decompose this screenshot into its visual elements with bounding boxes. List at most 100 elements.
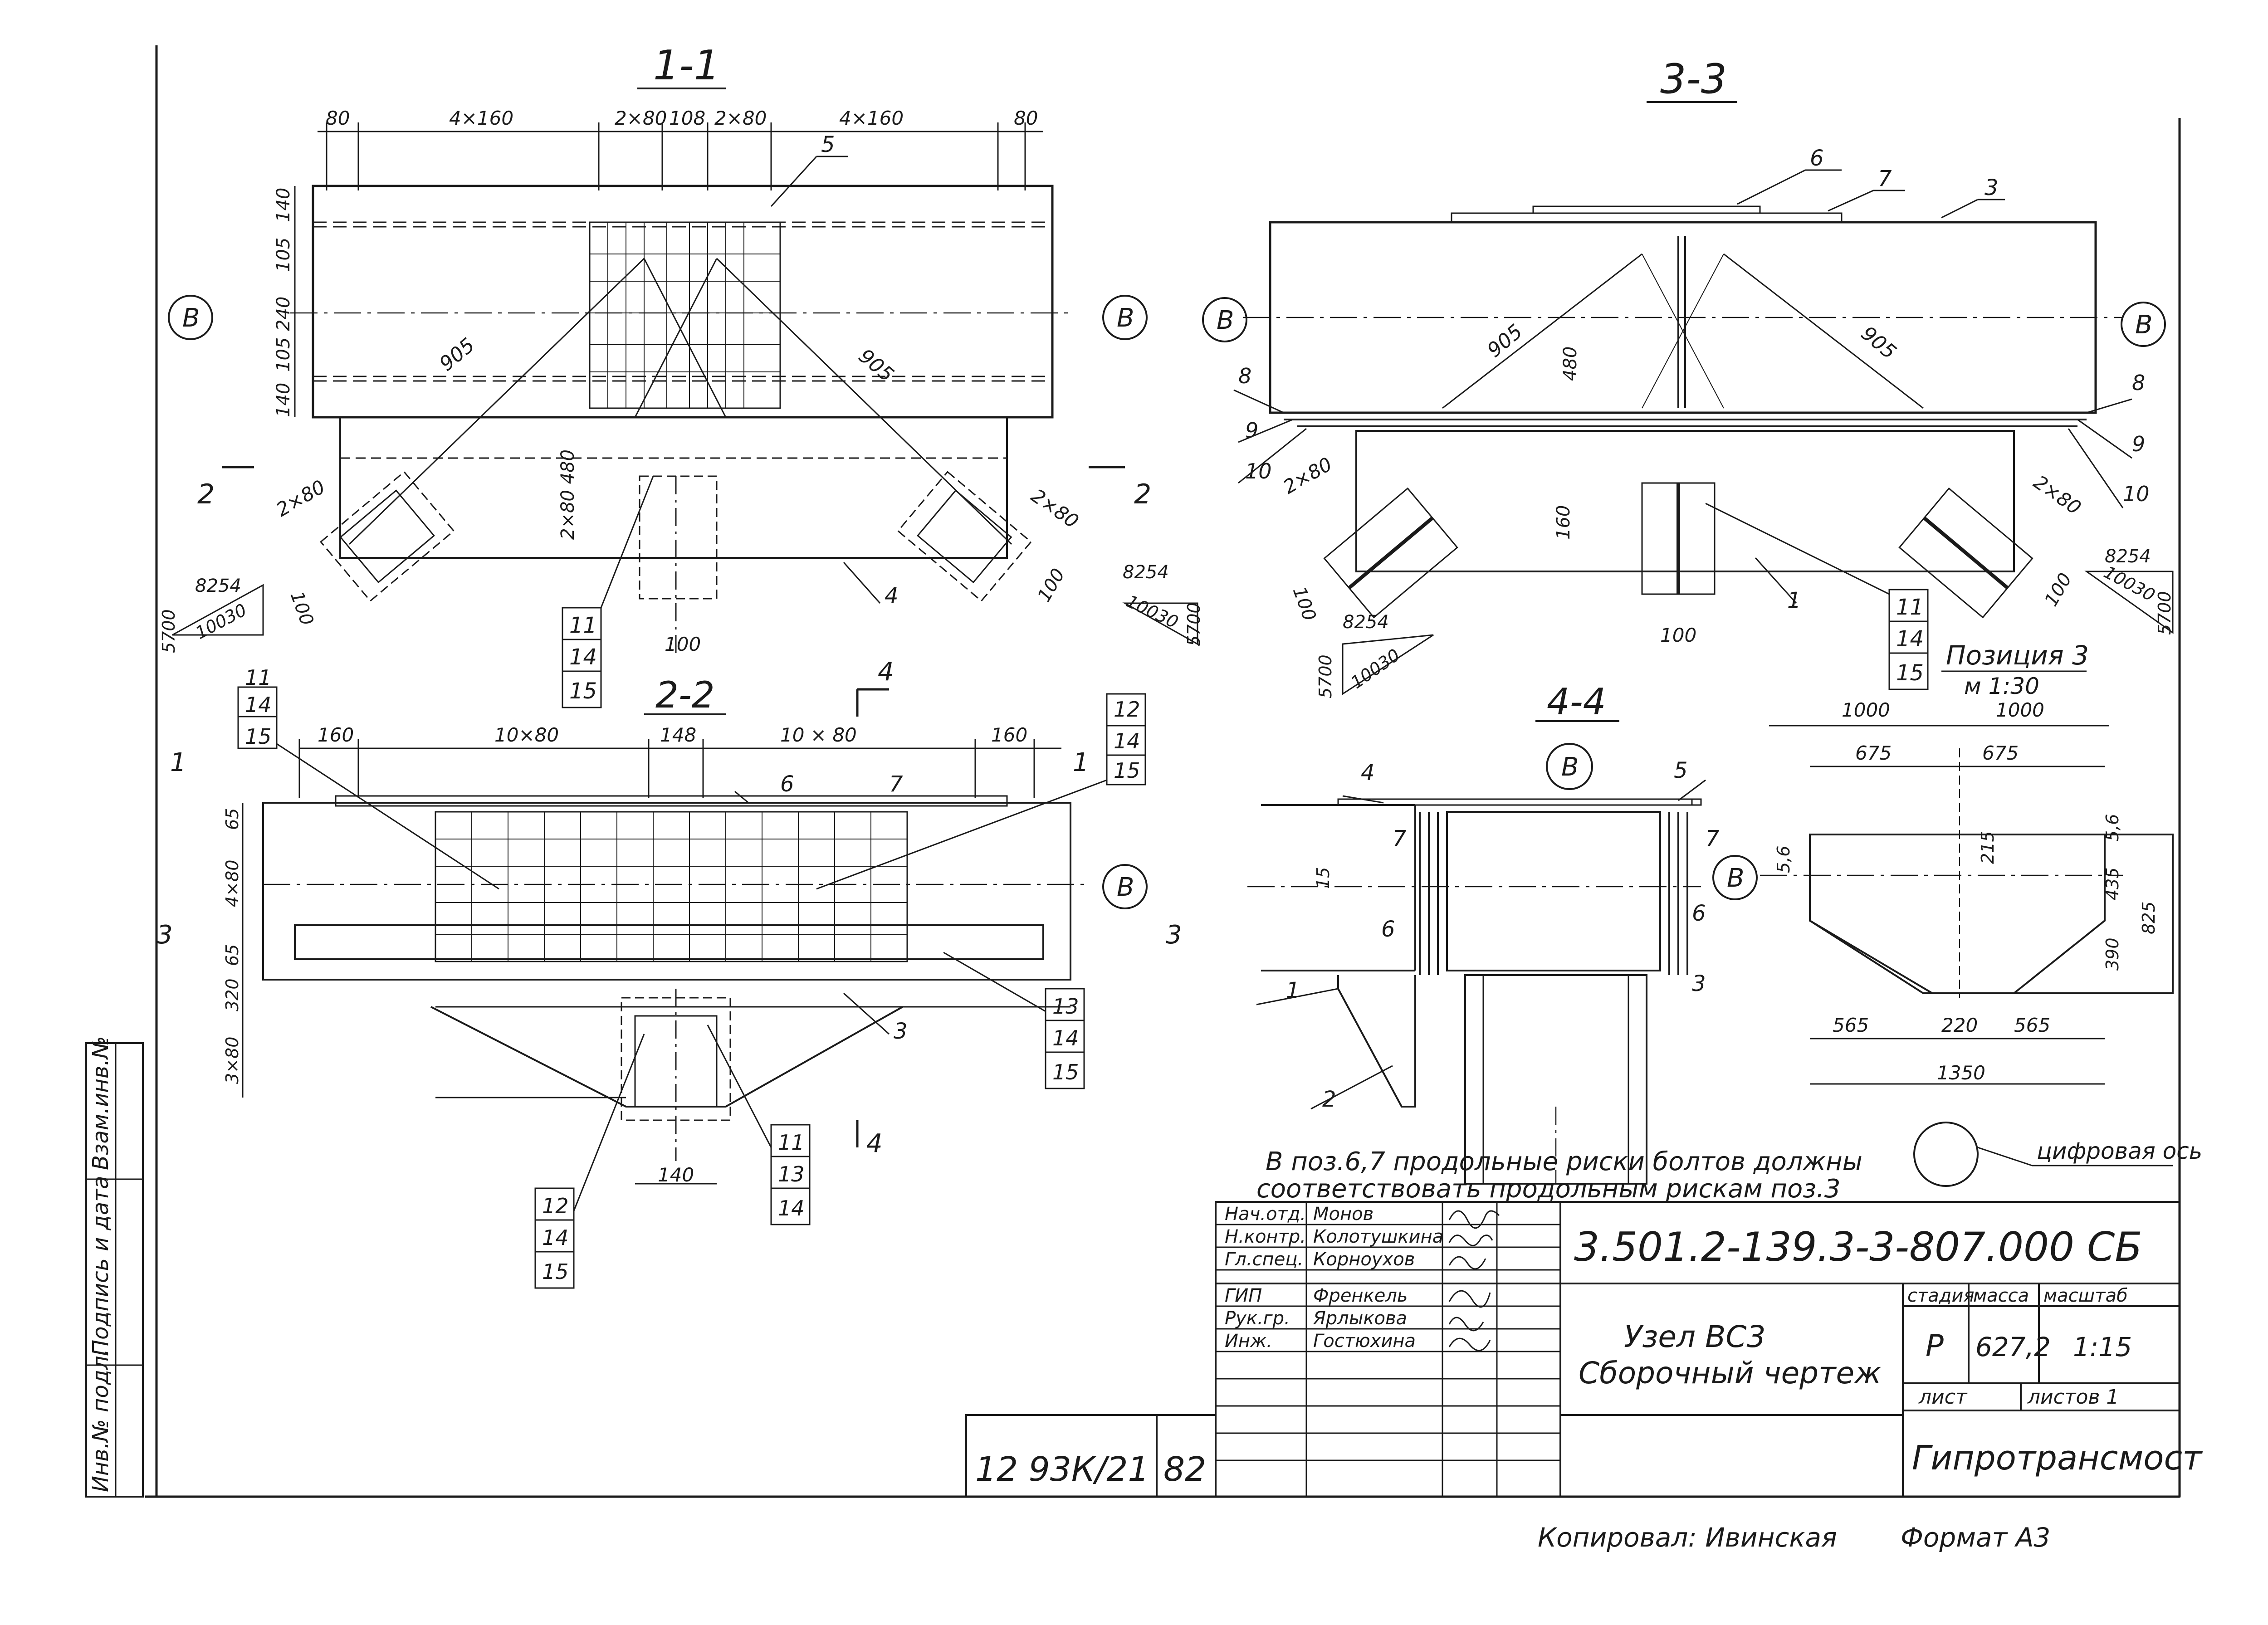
dim-675-l: 675 <box>1855 742 1892 764</box>
slope-10030-right: 10030 <box>1123 591 1181 632</box>
pos-13-2-2-b: 13 <box>778 1162 805 1186</box>
slope-8254-left: 8254 <box>195 576 241 596</box>
slope-10030-3-3-r: 10030 <box>2101 562 2158 605</box>
dim-v-140-top: 140 <box>273 188 294 222</box>
pos-11-3-3: 11 <box>1896 595 1924 620</box>
dim-v-140-bot: 140 <box>273 383 294 417</box>
archive-sheet: 82 <box>1163 1450 1206 1489</box>
sheets-label: листов 1 <box>2027 1386 2119 1409</box>
view-4-4: 4-4 B 15 4 5 7 6 7 6 3 1 2 <box>1247 681 1862 1204</box>
slope-10030-3-3-l: 10030 <box>1347 645 1403 693</box>
pos-15-2-2-r2: 15 <box>1052 1060 1079 1084</box>
pos-8-3-3-l: 8 <box>1238 364 1251 388</box>
pos-6-2-2: 6 <box>780 771 794 797</box>
cut-mark-3-left: 3 <box>156 920 173 950</box>
dim-905-right-3-3: 905 <box>1857 322 1901 364</box>
dim-100-left-diag: 100 <box>286 589 318 628</box>
pos-14-3-3: 14 <box>1896 626 1924 652</box>
dim-2x80-left: 2×80 <box>615 107 667 129</box>
view-3-3: 3-3 905 905 480 2×80 2×80 160 100 1 <box>1202 55 2175 699</box>
dim-10x80-left: 10×80 <box>494 724 559 746</box>
pos-15-2-2-b2: 15 <box>542 1259 569 1284</box>
pos-11-1-1: 11 <box>569 613 597 638</box>
pos-stack-2-2-b1: 11 13 14 <box>707 1025 811 1225</box>
pos-15-3-3: 15 <box>1896 660 1924 686</box>
pos-stack-3-3: 11 14 15 <box>1705 503 1929 690</box>
dim-100-bottom: 100 <box>665 633 701 655</box>
dim-1000-l: 1000 <box>1842 699 1890 721</box>
note-line-2: соответствовать продольным рискам поз.3 <box>1256 1174 1841 1204</box>
dim-905-left: 905 <box>435 333 479 376</box>
pos-1-4-4: 1 <box>1286 978 1300 1003</box>
dim-10x80-right: 10 × 80 <box>780 724 857 746</box>
pos-stack-2-2-b2: 12 14 15 <box>534 1034 645 1289</box>
stage-header: стадия <box>1907 1285 1975 1306</box>
signatures <box>1448 1210 1500 1352</box>
axis-b-1-1-right: B <box>1117 303 1134 333</box>
scale-header: масштаб <box>2043 1285 2128 1306</box>
doc-number: 3.501.2-139.3-3-807.000 СБ <box>1574 1224 2142 1270</box>
dim-140-bottom: 140 <box>658 1164 694 1186</box>
copied-by: Копировал: Ивинская <box>1538 1522 1837 1553</box>
dim-905-right: 905 <box>854 344 898 386</box>
dim-80-left: 80 <box>326 107 350 129</box>
cut-mark-2-left: 2 <box>197 478 215 510</box>
position-scale: м 1:30 <box>1964 673 2039 699</box>
role-4: Рук.гр. <box>1225 1308 1290 1329</box>
pos-7-3-3: 7 <box>1878 166 1892 191</box>
dim-2x80-left-diag: 2×80 <box>273 476 329 521</box>
pos-stack-1-1: 11 14 15 <box>562 476 654 708</box>
dim-2x80-right: 2×80 <box>714 107 767 129</box>
dim-v-105-bot: 105 <box>273 337 294 372</box>
pos-stack-2-2-r2: 13 14 15 <box>943 952 1085 1089</box>
dim-v-2x80-480: 2×80 480 <box>557 449 578 540</box>
dim-4x160-left: 4×160 <box>449 107 513 129</box>
name-2: Корноухов <box>1313 1249 1415 1270</box>
archive-number: 12 93К/21 <box>975 1450 1149 1489</box>
pos-stack-2-2-left: 11 14 15 <box>237 665 499 890</box>
dim-1350: 1350 <box>1937 1062 1985 1084</box>
position-caption: Позиция 3 <box>1946 640 2089 671</box>
digital-axis-label: цифровая ось <box>2037 1138 2202 1164</box>
slope-5700-left: 5700 <box>159 609 179 653</box>
dim-4x160-right: 4×160 <box>839 107 904 129</box>
dim-2x80-right-diag: 2×80 <box>1027 484 1083 532</box>
axis-b-4-4: B <box>1561 752 1579 782</box>
cut-mark-2-right: 2 <box>1134 478 1151 510</box>
pos-15-1-1: 15 <box>569 678 597 704</box>
dim-v-390: 390 <box>2102 937 2122 971</box>
pos-14-2-2-r: 14 <box>1114 729 1140 753</box>
dim-565-r: 565 <box>2014 1014 2050 1036</box>
side-stamp-sign: Подпись и дата <box>88 1176 113 1356</box>
section-title-4-4: 4-4 <box>1547 681 1606 723</box>
dim-2x80-right-3-3: 2×80 <box>2029 471 2085 519</box>
pos-stack-2-2-right: 12 14 15 <box>816 693 1146 890</box>
axis-b-2-2: B <box>1117 873 1134 902</box>
pos-10-3-3-r: 10 <box>2123 482 2150 506</box>
cut-mark-4-top: 4 <box>878 657 894 687</box>
pos-11-2-2-l: 11 <box>245 665 272 690</box>
cut-mark-1-right: 1 <box>1073 748 1089 777</box>
pos-1-3-3: 1 <box>1787 588 1801 613</box>
note-line-1: В поз.6,7 продольные риски болтов должны <box>1266 1147 1862 1176</box>
name-4: Ярлыкова <box>1313 1308 1407 1329</box>
mass-header: масса <box>1973 1285 2029 1306</box>
slope-5700-3-3-l: 5700 <box>1315 654 1335 698</box>
scale-value: 1:15 <box>2073 1332 2132 1362</box>
pos-3-4-4: 3 <box>1692 971 1706 996</box>
name-3: Френкель <box>1313 1285 1408 1306</box>
role-3: ГИП <box>1225 1285 1262 1306</box>
dim-v-3x80: 3×80 <box>222 1037 242 1084</box>
dim-v-160-3-3: 160 <box>1553 505 1574 540</box>
slope-10030-left: 10030 <box>192 600 250 643</box>
pos-14-2-2-b: 14 <box>778 1196 805 1220</box>
slope-5700-3-3-r: 5700 <box>2155 591 2175 635</box>
title-line-1: Узел ВС3 <box>1624 1319 1765 1354</box>
axis-b-3-3-left: B <box>1217 306 1234 335</box>
pos-6-4-4-r: 6 <box>1692 901 1706 926</box>
pos-4-1-1: 4 <box>885 583 899 609</box>
organization: Гипротрансмост <box>1912 1439 2203 1478</box>
axis-b-pos3: B <box>1727 864 1744 893</box>
slope-8254-3-3-l: 8254 <box>1343 612 1389 633</box>
dim-100-right-diag: 100 <box>1034 565 1069 605</box>
